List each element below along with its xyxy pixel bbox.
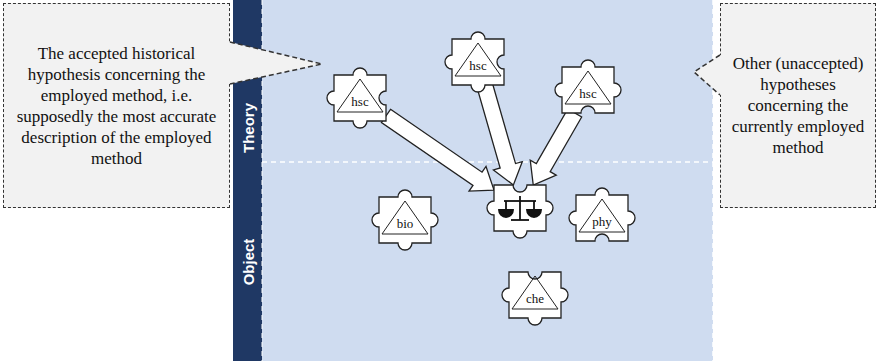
piece-outline — [494, 185, 546, 231]
navy-band — [233, 0, 262, 361]
piece-shape — [569, 188, 635, 241]
puzzle-piece: bio — [379, 197, 431, 243]
discipline-triangle — [337, 79, 383, 112]
callout-tail-outline — [694, 55, 720, 95]
piece-shape — [372, 190, 438, 250]
block-arrow — [381, 109, 494, 191]
discipline-triangle — [512, 276, 558, 309]
callout-tail — [226, 42, 322, 84]
node-text: hsc — [579, 86, 596, 101]
block-arrow — [477, 83, 522, 185]
node-text: che — [526, 291, 544, 306]
callout-tail-outline — [230, 42, 322, 84]
discipline-triangle — [565, 71, 611, 104]
puzzle-piece: che — [509, 272, 561, 318]
piece-shape — [555, 60, 621, 113]
discipline-triangle — [382, 201, 428, 234]
callout-box: Other (unaccepted) hypotheses concerning… — [720, 3, 876, 208]
puzzle-piece — [494, 185, 546, 231]
region-border — [712, 0, 714, 361]
piece-shape — [502, 272, 568, 325]
piece-shape — [487, 185, 553, 238]
discipline-triangle — [455, 43, 501, 76]
band-border — [262, 0, 263, 361]
puzzle-piece: hsc — [562, 67, 614, 113]
puzzle-piece: phy — [576, 195, 628, 241]
band-label: Object — [239, 239, 256, 286]
node-text: The accepted historical hypothesis conce… — [14, 43, 219, 169]
node-text: phy — [592, 214, 612, 229]
node-text: hsc — [351, 94, 368, 109]
discipline-triangle — [579, 199, 625, 232]
divider-line — [262, 161, 713, 163]
puzzle-piece: hsc — [334, 75, 386, 121]
node-text: Other (unaccepted) hypotheses concerning… — [731, 53, 865, 158]
callout-tail — [694, 55, 724, 95]
callout-box: The accepted historical hypothesis conce… — [3, 3, 230, 208]
piece-shape — [445, 32, 504, 92]
node-text: bio — [397, 216, 414, 231]
band-label: Theory — [239, 103, 256, 153]
scale-symbol — [499, 196, 541, 220]
blue-region — [233, 0, 713, 361]
node-text: hsc — [469, 58, 486, 73]
puzzle-piece: hsc — [452, 39, 504, 85]
block-arrow — [530, 109, 581, 185]
piece-shape — [327, 68, 386, 128]
